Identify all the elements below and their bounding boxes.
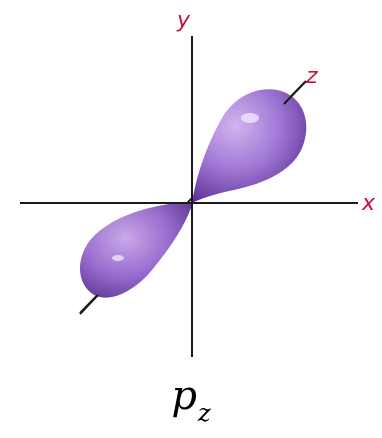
pz-orbital-diagram: y z x	[20, 8, 376, 357]
y-axis-label: y	[176, 8, 191, 33]
z-axis-label: z	[305, 64, 318, 89]
x-axis-label: x	[361, 191, 376, 216]
upper-orbital-lobe	[192, 89, 307, 203]
z-axis-negative-end	[79, 294, 99, 315]
lower-orbital-lobe	[79, 202, 193, 298]
lower-lobe-highlight	[112, 255, 124, 261]
caption-subscript: z	[197, 399, 211, 427]
z-axis-positive-end	[283, 80, 307, 105]
upper-lobe-highlight	[241, 113, 259, 123]
caption-base-letter: p	[171, 373, 197, 419]
orbital-caption: pz	[0, 366, 382, 427]
